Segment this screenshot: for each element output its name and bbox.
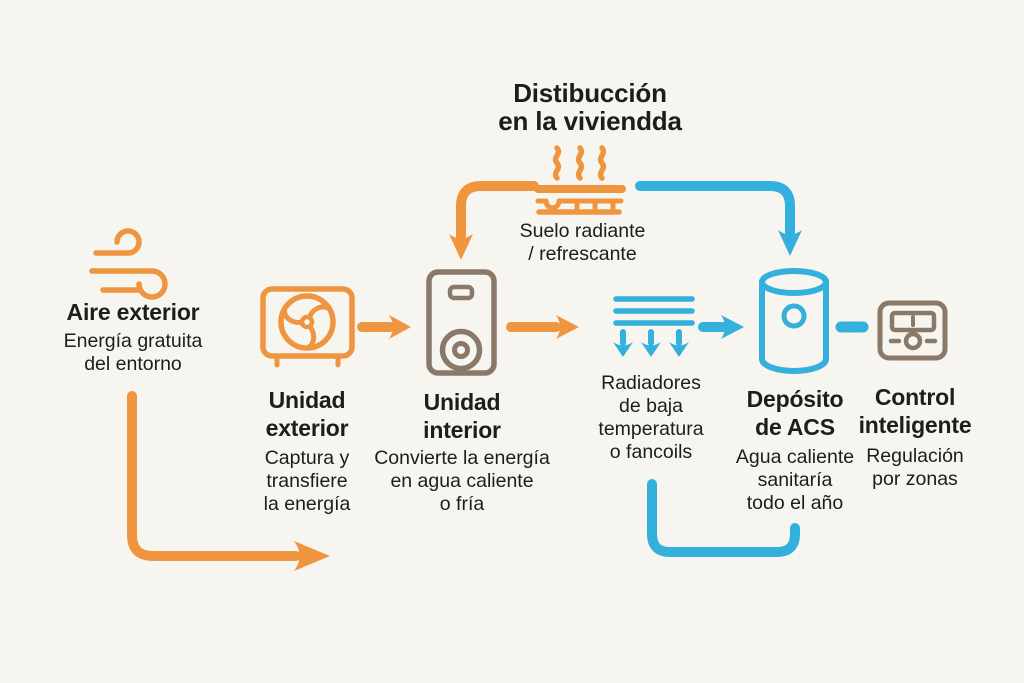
thermostat-icon — [877, 300, 948, 361]
node-heading-unidad-exterior: Unidad exterior — [265, 387, 349, 441]
wind-icon — [89, 228, 168, 300]
diagram-title: Distibucción en la viviendda — [498, 78, 682, 136]
node-description-unidad-exterior: Captura y transfiere la energía — [263, 447, 351, 515]
flow-arrow-floor-to-indoor-unit — [449, 181, 539, 260]
flow-arrow-radiators-to-tank — [698, 315, 744, 339]
node-description-unidad-interior: Convierte la energía en agua caliente o … — [374, 447, 550, 515]
floor-heating-icon — [534, 145, 626, 215]
flow-line-floor-to-tank — [635, 181, 802, 256]
node-heading-unidad-interior: Unidad interior — [423, 389, 501, 443]
node-heading-aire-exterior: Aire exterior — [66, 299, 200, 325]
water-tank-icon — [759, 268, 829, 374]
indoor-unit-icon — [426, 269, 497, 376]
flow-arrow-outdoor-air — [127, 391, 330, 571]
node-description-radiadores: Radiadores de baja temperatura o fancoil… — [598, 372, 704, 463]
node-heading-deposito-acs: Depósito de ACS — [746, 386, 844, 440]
node-description-aire-exterior: Energía gratuita del entorno — [63, 330, 203, 375]
radiator-icon — [613, 296, 695, 357]
flow-arrow-interior-to-radiators — [506, 315, 579, 339]
floor-heating-label: Suelo radiante / refrescante — [519, 220, 646, 265]
node-description-deposito-acs: Agua caliente sanitaría todo el año — [735, 446, 855, 514]
flow-line-radiators-return — [647, 479, 800, 557]
node-heading-control-inteligente: Control inteligente — [858, 384, 972, 438]
node-description-control-inteligente: Regulación por zonas — [866, 445, 964, 490]
flow-arrow-exterior-to-interior — [357, 315, 411, 339]
outdoor-unit-icon — [260, 286, 355, 368]
